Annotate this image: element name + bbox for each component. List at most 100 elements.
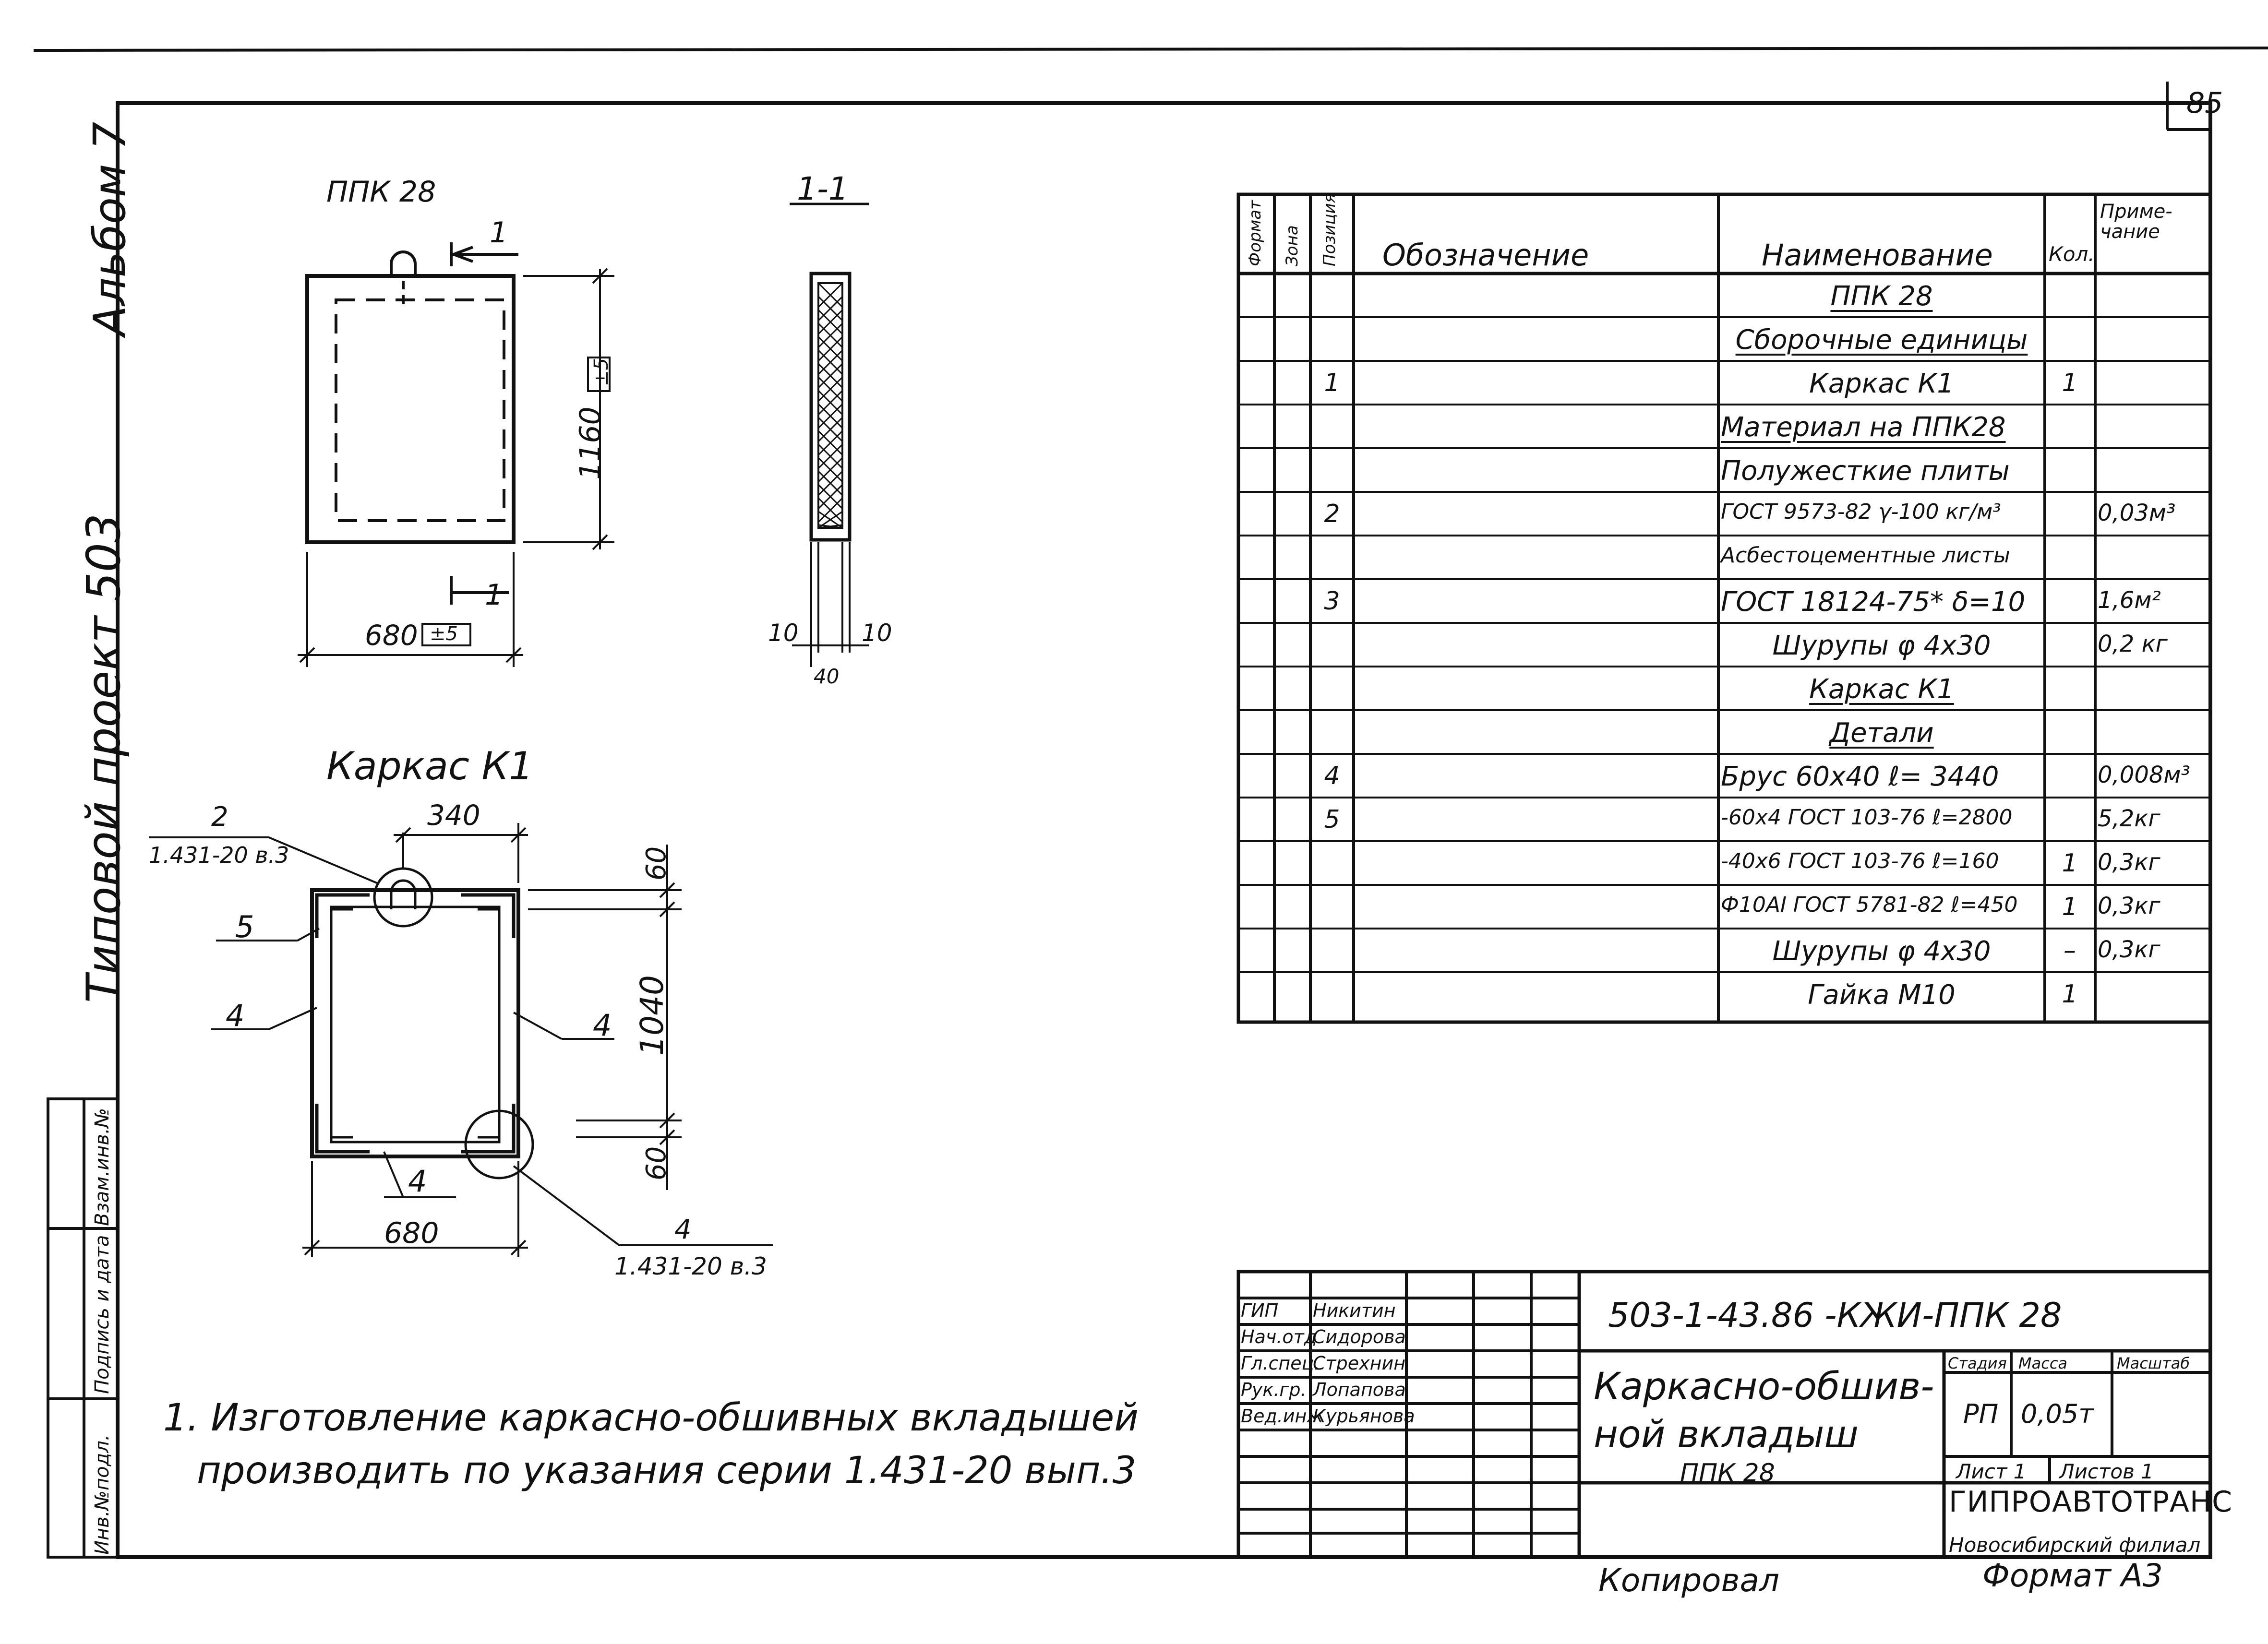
- side-album-text: Альбом 7: [84, 121, 135, 336]
- staff-role: ГИП: [1241, 1300, 1279, 1321]
- spec-row-name: Сборочные единицы: [1735, 324, 2028, 356]
- frame-dim-60-top: 60: [641, 846, 672, 881]
- frame-dim-60-bottom: 60: [641, 1146, 672, 1180]
- scale-label: Масштаб: [2117, 1354, 2190, 1372]
- section-dim-left: 10: [768, 619, 799, 647]
- ppk-view-title: ППК 28: [326, 175, 436, 209]
- spec-row-name: Ф10АI ГОСТ 5781-82 ℓ=450: [1721, 893, 2018, 917]
- stage-value: РП: [1963, 1399, 1999, 1429]
- ppk-height-tol: ±5: [590, 358, 612, 386]
- note-line-1: 1. Изготовление каркасно-обшивных вклады…: [163, 1396, 1139, 1440]
- product-name-line-3: ППК 28: [1680, 1459, 1775, 1488]
- spec-header-designation: Обозначение: [1382, 238, 1589, 273]
- product-name-line-1: Каркасно-обшив-: [1594, 1365, 1934, 1408]
- spec-header-qty: Кол.: [2049, 242, 2095, 266]
- org-branch: Новосибирский филиал: [1949, 1533, 2201, 1557]
- section-title: 1-1: [797, 170, 849, 207]
- spec-row-qty: 1: [2062, 849, 2078, 878]
- hatch-line: [817, 376, 843, 402]
- mass-value: 0,05т: [2021, 1399, 2094, 1429]
- stage-label: Стадия: [1948, 1354, 2007, 1372]
- hatch-line: [817, 457, 843, 483]
- spec-row-qty: 1: [2062, 893, 2078, 921]
- staff-name: Стрехнин: [1313, 1353, 1406, 1374]
- spec-row-note: 0,3кг: [2098, 849, 2160, 876]
- hatch-line: [817, 309, 843, 335]
- spec-row-note: 0,2 кг: [2098, 631, 2168, 657]
- spec-row-name: Гайка М10: [1808, 979, 1956, 1011]
- hatch-line: [817, 470, 843, 496]
- spec-row-pos: 5: [1324, 805, 1340, 834]
- spec-header-note: Приме-чание: [2100, 201, 2172, 243]
- page-number: 85: [2186, 86, 2223, 120]
- spec-row-name: Шурупы φ 4х30: [1772, 936, 1991, 967]
- spec-row-pos: 1: [1324, 369, 1340, 397]
- staff-role: Вед.инж: [1241, 1406, 1323, 1427]
- staff-name: Сидорова: [1313, 1326, 1406, 1347]
- spec-row-name: Полужесткие плиты: [1721, 455, 2010, 487]
- stamp-cell-replaced: Взам.инв.№: [91, 1108, 113, 1226]
- section-mark-top: 1: [490, 216, 508, 250]
- spec-row-name: Каркас К1: [1809, 674, 1954, 705]
- hatch-line: [818, 524, 843, 529]
- spec-row-name: Асбестоцементные листы: [1721, 543, 2010, 568]
- frame-pos-4-right: 4: [593, 1008, 612, 1043]
- spec-row-name: ГОСТ 9573-82 γ-100 кг/м³: [1721, 500, 2001, 524]
- section-dim-total: 40: [814, 665, 840, 688]
- spec-header-zone: Зона: [1283, 225, 1302, 266]
- spec-header-format: Формат: [1246, 200, 1265, 266]
- hatch-line: [817, 390, 843, 416]
- hatch-line: [817, 403, 843, 429]
- hatch-line: [817, 443, 843, 469]
- hatch-line: [817, 322, 843, 348]
- frame-pos-5: 5: [235, 909, 254, 944]
- ppk-height-dim: 1160: [574, 406, 607, 480]
- staff-role: Гл.спец.: [1241, 1353, 1320, 1374]
- frame-ref-bottom-series: 1.431-20 в.3: [614, 1252, 767, 1280]
- spec-row-note: 5,2кг: [2098, 805, 2160, 832]
- spec-row-name: ППК 28: [1830, 281, 1933, 312]
- spec-row-name: Брус 60х40 ℓ= 3440: [1721, 761, 1999, 792]
- frame-top-dim: 340: [427, 799, 480, 832]
- spec-header-pos: Позиция: [1320, 193, 1339, 266]
- spec-row-qty: 1: [2062, 980, 2078, 1009]
- spec-row-note: 0,3кг: [2098, 936, 2160, 963]
- spec-row-pos: 2: [1324, 500, 1340, 528]
- frame-pos-4-bottom: 4: [408, 1164, 427, 1199]
- note-line-2: производить по указания серии 1.431-20 в…: [197, 1449, 1137, 1492]
- spec-row-note: 0,03м³: [2098, 500, 2176, 526]
- side-project-text: Типовой проект 503: [77, 513, 131, 1003]
- copied-label: Копировал: [1598, 1562, 1780, 1599]
- product-name-line-2: ной вкладыш: [1594, 1413, 1859, 1456]
- spec-row-pos: 4: [1324, 762, 1340, 790]
- stamp-cell-signature: Подпись и дата: [91, 1235, 113, 1394]
- mass-label: Масса: [2018, 1354, 2068, 1372]
- section-dim-right: 10: [862, 619, 892, 647]
- hatch-line: [817, 296, 843, 322]
- frame-bottom-dim: 680: [384, 1216, 439, 1250]
- ppk-width-tol: ±5: [430, 623, 458, 645]
- spec-row-name: Каркас К1: [1809, 368, 1954, 399]
- hatch-line: [817, 349, 843, 375]
- frame-ref-top-num: 2: [211, 801, 228, 833]
- spec-row-name: Детали: [1829, 717, 1934, 749]
- spec-row-name: Шурупы φ 4х30: [1772, 630, 1991, 661]
- staff-role: Рук.гр.: [1241, 1379, 1307, 1400]
- spec-row-name: -40х6 ГОСТ 103-76 ℓ=160: [1721, 849, 1999, 873]
- format-label: Формат А3: [1982, 1557, 2163, 1594]
- spec-row-pos: 3: [1324, 587, 1340, 616]
- sheets-label: Листов 1: [2059, 1460, 2154, 1483]
- hatch-line: [817, 484, 843, 510]
- frame-ref-bottom-num: 4: [674, 1214, 692, 1245]
- staff-role: Нач.отд: [1241, 1326, 1317, 1347]
- spec-row-note: 0,3кг: [2098, 893, 2160, 919]
- staff-name: Никитин: [1313, 1300, 1396, 1321]
- frame-view-title: Каркас К1: [326, 744, 534, 788]
- frame-pos-4-left: 4: [226, 998, 245, 1033]
- hatch-line: [817, 417, 843, 442]
- spec-header-name: Наименование: [1762, 238, 1993, 273]
- org-name: ГИПРОАВТОТРАНС: [1949, 1485, 2232, 1519]
- doc-code: 503-1-43.86 -КЖИ-ППК 28: [1608, 1296, 2062, 1335]
- spec-row-note: 1,6м²: [2098, 587, 2161, 614]
